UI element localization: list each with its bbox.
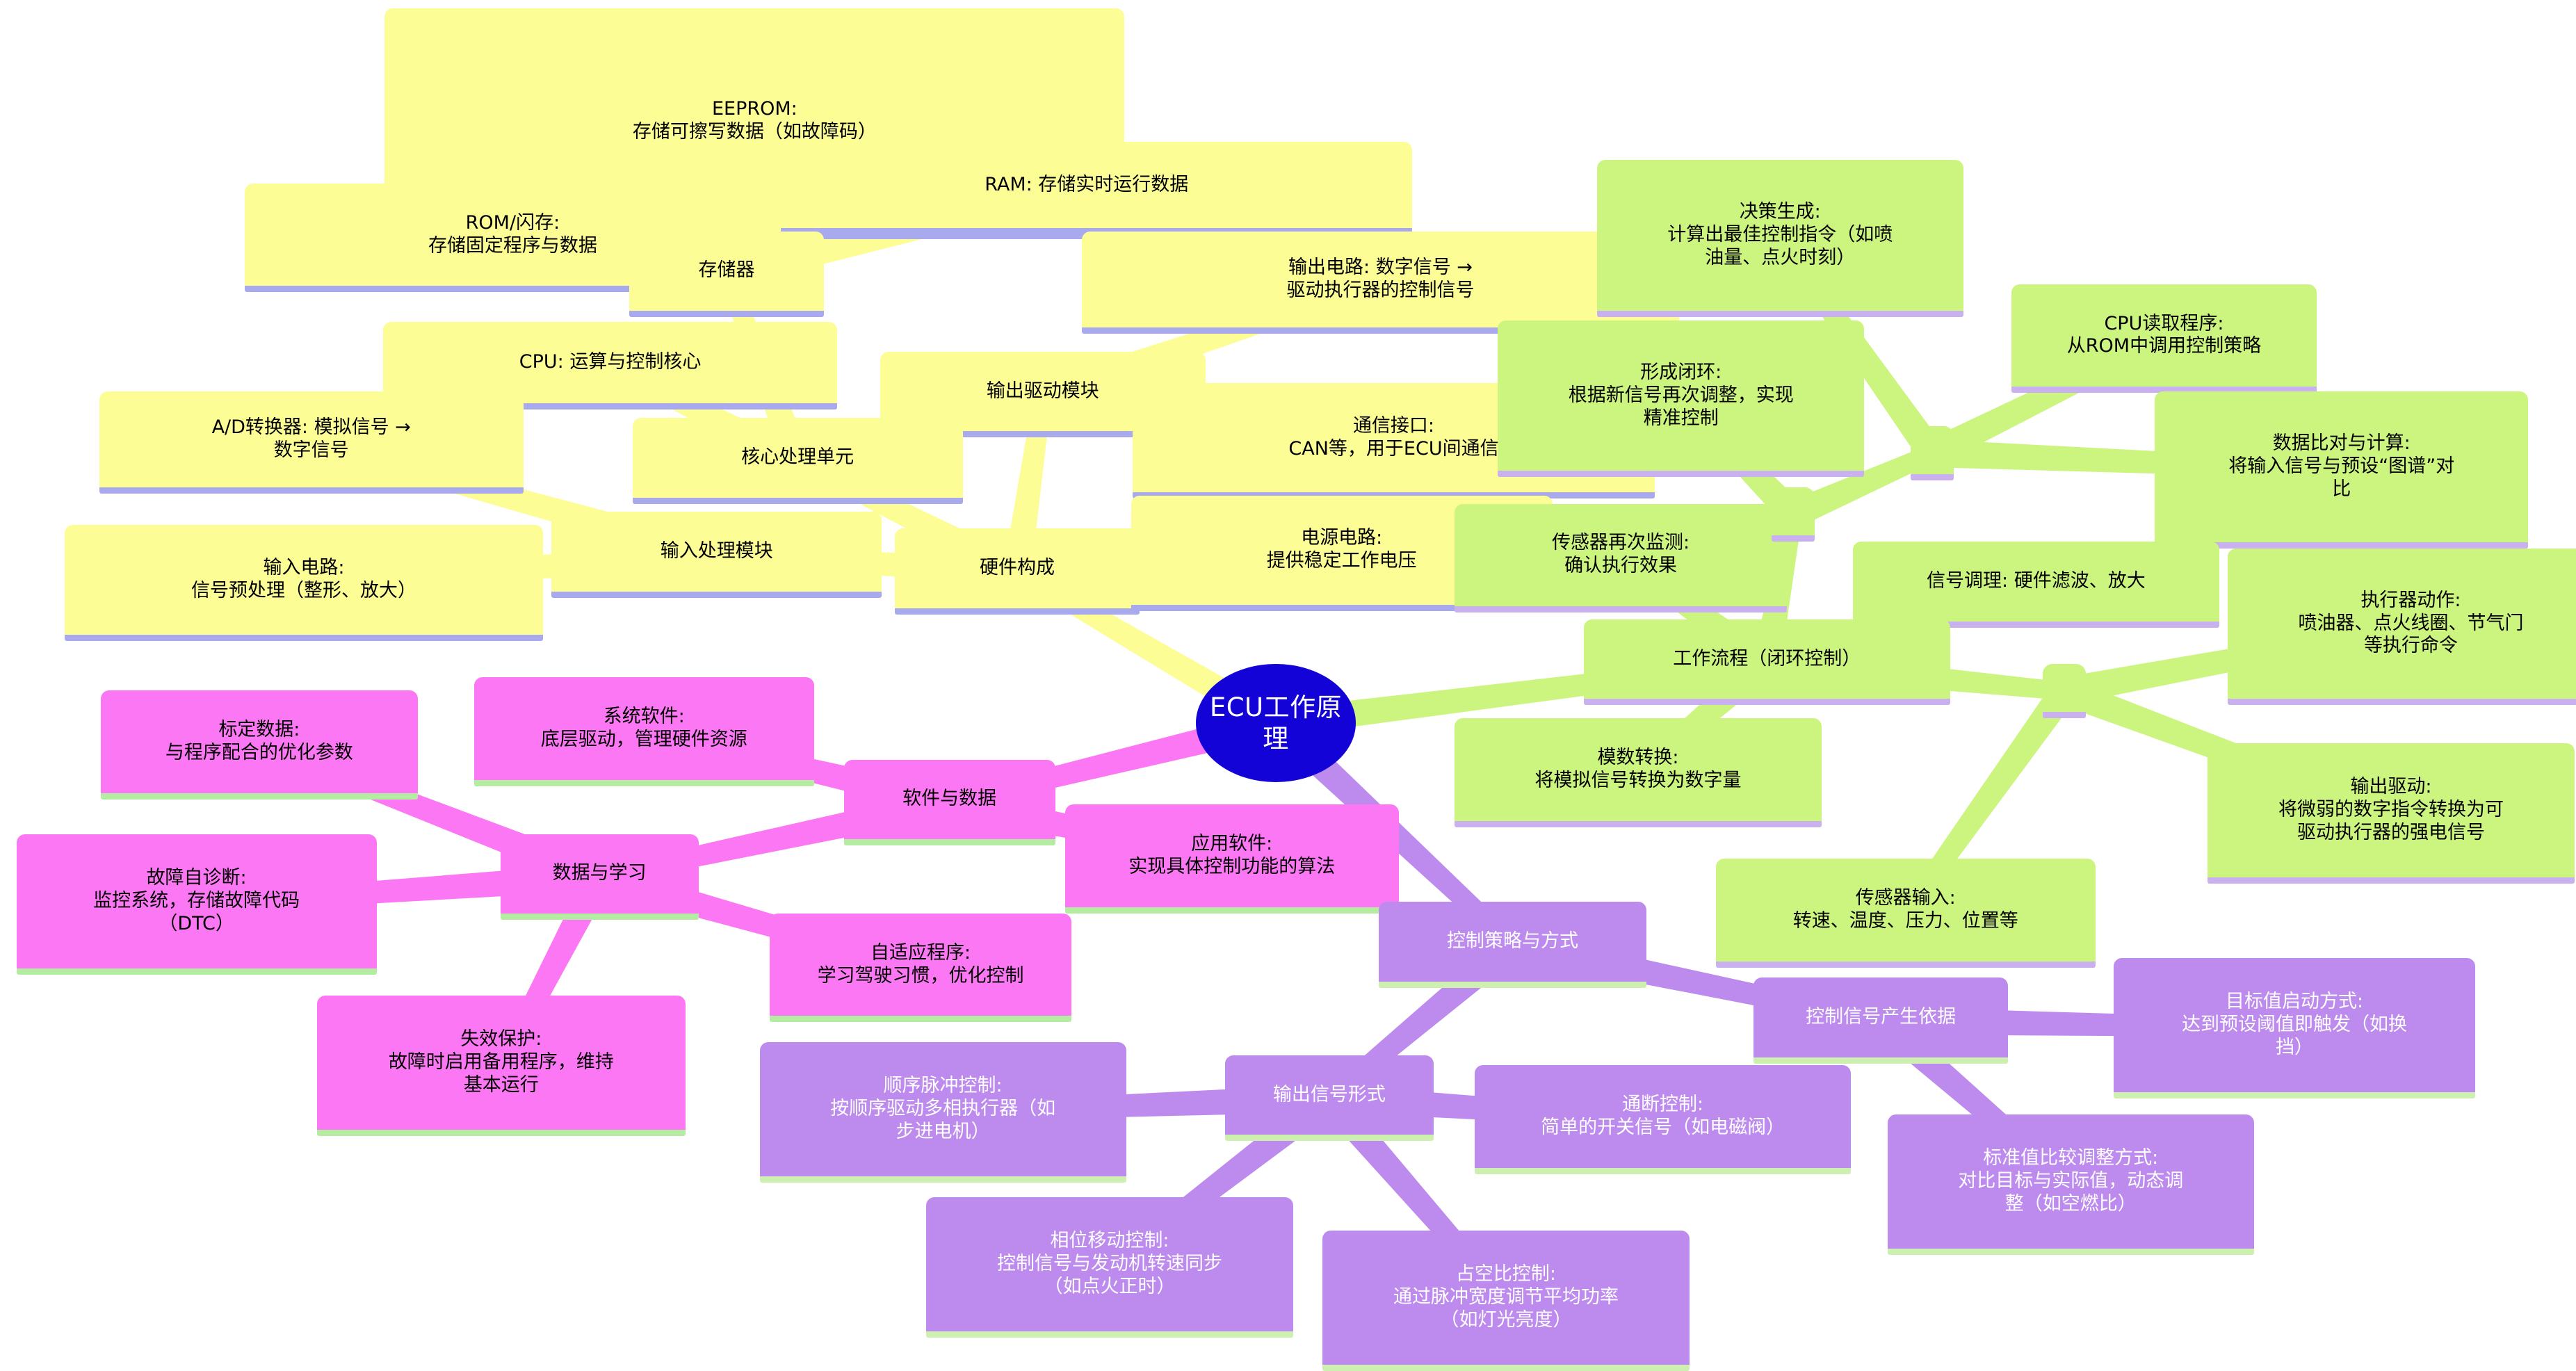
node-label-incircuit: 输入电路: 信号预处理（整形、放大） <box>191 557 416 602</box>
node-label-caldata: 标定数据: 与程序配合的优化参数 <box>165 718 353 763</box>
mindmap-node-adaptive[interactable]: 自适应程序: 学习驾驶习惯，优化控制 <box>769 913 1072 1023</box>
mindmap-node-datacompare[interactable]: 数据比对与计算: 将输入信号与预设“图谱”对 比 <box>2155 391 2529 549</box>
node-label-outdrvmod: 输出驱动模块 <box>986 380 1099 402</box>
mindmap-node-ram[interactable]: RAM: 存储实时运行数据 <box>761 142 1412 235</box>
node-label-adconv: 模数转换: 将模拟信号转换为数字量 <box>1534 747 1742 792</box>
node-label-stdcompare: 标准值比较调整方式: 对比目标与实际值，动态调 整（如空燃比） <box>1958 1147 2184 1215</box>
mindmap-node-sensoragain[interactable]: 传感器再次监测: 确认执行效果 <box>1455 503 1787 613</box>
node-label-datacompare: 数据比对与计算: 将输入信号与预设“图谱”对 比 <box>2228 432 2455 500</box>
mindmap-node-incircuit[interactable]: 输入电路: 信号预处理（整形、放大） <box>64 525 544 641</box>
mindmap-node-hardware[interactable]: 硬件构成 <box>895 528 1140 615</box>
mindmap-node-outform[interactable]: 输出信号形式 <box>1225 1055 1434 1142</box>
mindmap-node-phaseshift[interactable]: 相位移动控制: 控制信号与发动机转速同步 （如点火正时） <box>926 1197 1293 1338</box>
mindmap-center-node[interactable]: ECU工作原理 <box>1196 664 1356 782</box>
edge-hardware-to-outdrvmod <box>1003 393 1052 574</box>
mindmap-node-targetval[interactable]: 目标值启动方式: 达到预设阈值即触发（如换 挡） <box>2114 957 2476 1098</box>
mindmap-node-syssoft[interactable]: 系统软件: 底层驱动，管理硬件资源 <box>473 676 814 786</box>
node-label-adc: A/D转换器: 模拟信号 → 数字信号 <box>211 416 411 462</box>
node-label-outcircuit: 输出电路: 数字信号 → 驱动执行器的控制信号 <box>1286 256 1475 301</box>
node-label-failsafe: 失效保护: 故障时启用备用程序，维持 基本运行 <box>388 1028 614 1096</box>
mindmap-node-failsafe[interactable]: 失效保护: 故障时启用备用程序，维持 基本运行 <box>317 996 686 1137</box>
mindmap-node-adconv[interactable]: 模数转换: 将模拟信号转换为数字量 <box>1455 718 1822 828</box>
junction-node-j1[interactable] <box>1910 425 1954 481</box>
node-label-signalcond: 信号调理: 硬件滤波、放大 <box>1927 569 2146 592</box>
node-label-phaseshift: 相位移动控制: 控制信号与发动机转速同步 （如点火正时） <box>997 1230 1222 1298</box>
node-label-outform: 输出信号形式 <box>1272 1083 1386 1105</box>
mindmap-node-seqpulse[interactable]: 顺序脉冲控制: 按顺序驱动多相执行器（如 步进电机） <box>759 1041 1126 1183</box>
node-label-core: 核心处理单元 <box>741 446 854 468</box>
node-label-ctrlbasis: 控制信号产生依据 <box>1806 1006 1957 1028</box>
node-label-ram: RAM: 存储实时运行数据 <box>985 173 1189 195</box>
node-label-datalearn: 数据与学习 <box>552 862 647 884</box>
mindmap-node-softdata[interactable]: 软件与数据 <box>843 759 1055 846</box>
node-label-eeprom: EEPROM: 存储可擦写数据（如故障码） <box>632 97 877 143</box>
node-label-cpu: CPU: 运算与控制核心 <box>519 351 702 373</box>
node-label-sensorin: 传感器输入: 转速、温度、压力、位置等 <box>1792 887 2018 932</box>
mindmap-node-stdcompare[interactable]: 标准值比较调整方式: 对比目标与实际值，动态调 整（如空燃比） <box>1887 1114 2254 1256</box>
mindmap-node-onoff[interactable]: 通断控制: 简单的开关信号（如电磁阀） <box>1474 1065 1852 1174</box>
node-label-rom: ROM/闪存: 存储固定程序与数据 <box>428 211 597 257</box>
mindmap-node-dutycycle[interactable]: 占空比控制: 通过脉冲宽度调节平均功率 （如灯光亮度） <box>1322 1230 1690 1371</box>
node-label-comm: 通信接口: CAN等，用于ECU间通信 <box>1288 414 1499 460</box>
mindmap-node-signalcond[interactable]: 信号调理: 硬件滤波、放大 <box>1852 542 2219 628</box>
node-label-fault: 故障自诊断: 监控系统，存储故障代码 （DTC） <box>93 866 300 934</box>
mindmap-node-closeloop[interactable]: 形成闭环: 根据新信号再次调整，实现 精准控制 <box>1498 320 1865 478</box>
node-label-sensoragain: 传感器再次监测: 确认执行效果 <box>1552 532 1690 577</box>
mindmap-node-outdrive[interactable]: 输出驱动: 将微弱的数字指令转换为可 驱动执行器的强电信号 <box>2208 743 2575 884</box>
node-label-dutycycle: 占空比控制: 通过脉冲宽度调节平均功率 （如灯光亮度） <box>1393 1263 1619 1331</box>
mindmap-node-adc[interactable]: A/D转换器: 模拟信号 → 数字信号 <box>99 391 524 494</box>
center-node-label: ECU工作原理 <box>1209 692 1343 754</box>
node-label-syssoft: 系统软件: 底层驱动，管理硬件资源 <box>540 705 747 750</box>
mindmap-node-appsoft[interactable]: 应用软件: 实现具体控制功能的算法 <box>1064 804 1399 914</box>
mindmap-node-sensorin[interactable]: 传感器输入: 转速、温度、压力、位置等 <box>1715 859 2096 968</box>
junction-node-j2[interactable] <box>1772 487 1815 542</box>
mindmap-node-actuator[interactable]: 执行器动作: 喷油器、点火线圈、节气门 等执行命令 <box>2227 548 2576 706</box>
node-label-power: 电源电路: 提供稳定工作电压 <box>1266 527 1417 572</box>
mindmap-node-inmod[interactable]: 输入处理模块 <box>551 512 882 598</box>
node-label-onoff: 通断控制: 简单的开关信号（如电磁阀） <box>1541 1094 1785 1139</box>
node-label-adaptive: 自适应程序: 学习驾驶习惯，优化控制 <box>817 941 1024 987</box>
mindmap-node-core[interactable]: 核心处理单元 <box>632 417 963 504</box>
node-label-decision: 决策生成: 计算出最佳控制指令（如喷 油量、点火时刻） <box>1667 201 1893 269</box>
node-label-outdrive: 输出驱动: 将微弱的数字指令转换为可 驱动执行器的强电信号 <box>2278 776 2504 843</box>
mindmap-node-caldata[interactable]: 标定数据: 与程序配合的优化参数 <box>100 690 418 800</box>
mindmap-node-memory[interactable]: 存储器 <box>629 231 825 318</box>
edge-j2-to-j1 <box>1788 445 1936 528</box>
node-label-ctrlstrat: 控制策略与方式 <box>1447 930 1578 952</box>
mindmap-node-decision[interactable]: 决策生成: 计算出最佳控制指令（如喷 油量、点火时刻） <box>1596 160 1963 318</box>
mindmap-node-fault[interactable]: 故障自诊断: 监控系统，存储故障代码 （DTC） <box>16 834 377 975</box>
node-label-closeloop: 形成闭环: 根据新信号再次调整，实现 精准控制 <box>1568 361 1794 429</box>
node-label-actuator: 执行器动作: 喷油器、点火线圈、节气门 等执行命令 <box>2298 589 2524 657</box>
node-label-softdata: 软件与数据 <box>902 788 997 810</box>
node-label-memory: 存储器 <box>698 259 755 282</box>
junction-node-j3[interactable] <box>2042 663 2086 719</box>
mindmap-node-workflow[interactable]: 工作流程（闭环控制） <box>1583 619 1950 706</box>
node-label-targetval: 目标值启动方式: 达到预设阈值即触发（如换 挡） <box>2182 990 2408 1058</box>
mindmap-node-ctrlbasis[interactable]: 控制信号产生依据 <box>1753 977 2008 1064</box>
mindmap-node-datalearn[interactable]: 数据与学习 <box>500 834 699 920</box>
node-label-seqpulse: 顺序脉冲控制: 按顺序驱动多相执行器（如 步进电机） <box>830 1074 1056 1142</box>
mindmap-node-outcircuit[interactable]: 输出电路: 数字信号 → 驱动执行器的控制信号 <box>1081 231 1680 334</box>
node-label-workflow: 工作流程（闭环控制） <box>1673 647 1861 670</box>
node-label-inmod: 输入处理模块 <box>660 540 773 562</box>
node-label-cpuread: CPU读取程序: 从ROM中调用控制策略 <box>2066 312 2262 357</box>
mindmap-node-ctrlstrat[interactable]: 控制策略与方式 <box>1379 901 1646 988</box>
node-label-hardware: 硬件构成 <box>980 556 1055 578</box>
mindmap-node-cpuread[interactable]: CPU读取程序: 从ROM中调用控制策略 <box>2011 284 2317 394</box>
node-label-appsoft: 应用软件: 实现具体控制功能的算法 <box>1128 832 1336 877</box>
